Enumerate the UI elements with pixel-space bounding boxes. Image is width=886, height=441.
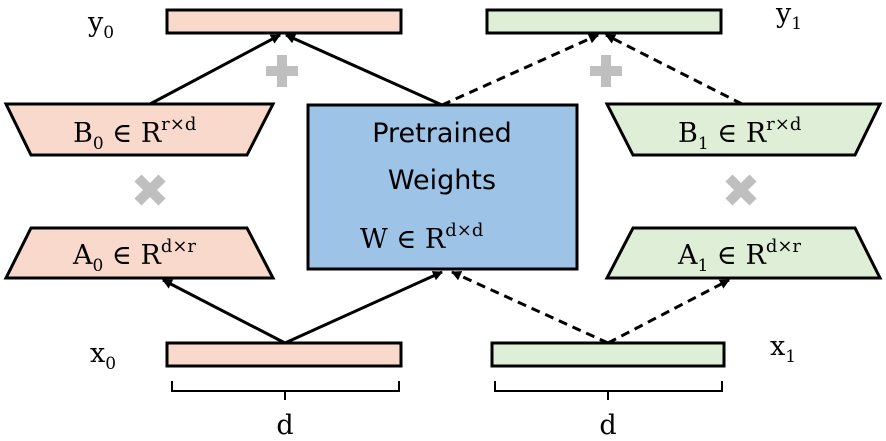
lora-b1-block [604,102,883,157]
dashed-arrow-x1-to-weights [451,270,609,345]
input-label-x1: x1 [770,331,796,367]
plus-icon [590,55,622,87]
plus-icon [266,55,298,87]
lora-b0-label: B0 ∈ Rr×d [73,114,196,154]
output-label-y1: y1 [775,0,802,34]
dashed-arrow-weights-to-y1 [441,33,599,107]
pretrained-weights-formula: W ∈ Rd×d [360,220,483,255]
arrow-x0-to-a0 [162,278,286,345]
lora-a1-label: A1 ∈ Rd×r [677,236,801,276]
output-label-y0: y0 [87,7,114,43]
pretrained-weights-box [306,103,579,271]
lora-b0-block [3,102,276,157]
dashed-arrow-b1-to-y1 [605,33,743,106]
multiply-icon [725,174,757,206]
input-bar-x0 [165,341,403,368]
output-bar-y1 [485,8,723,35]
dashed-arrow-x1-to-a1 [607,278,730,345]
input-label-x0: x0 [90,338,116,374]
lora-a0-block [3,226,276,280]
lora-a1-block [604,226,883,280]
multiply-icon [134,174,166,206]
dimension-brace-right [494,381,723,400]
lora-b1-label: B1 ∈ Rr×d [678,114,801,154]
arrow-b0-to-y0 [149,33,281,106]
output-bar-y0 [165,8,403,35]
lora-a0-label: A0 ∈ Rd×r [72,236,196,276]
dimension-brace-left [171,381,400,400]
input-bar-x1 [490,341,726,368]
pretrained-weights-title-line2: Weights [388,165,496,196]
arrow-x0-to-weights [284,270,443,345]
arrow-weights-to-y0 [285,33,443,107]
dimension-label-left: d [276,410,293,441]
dimension-label-right: d [599,410,616,441]
pretrained-weights-title-line1: Pretrained [372,118,512,149]
